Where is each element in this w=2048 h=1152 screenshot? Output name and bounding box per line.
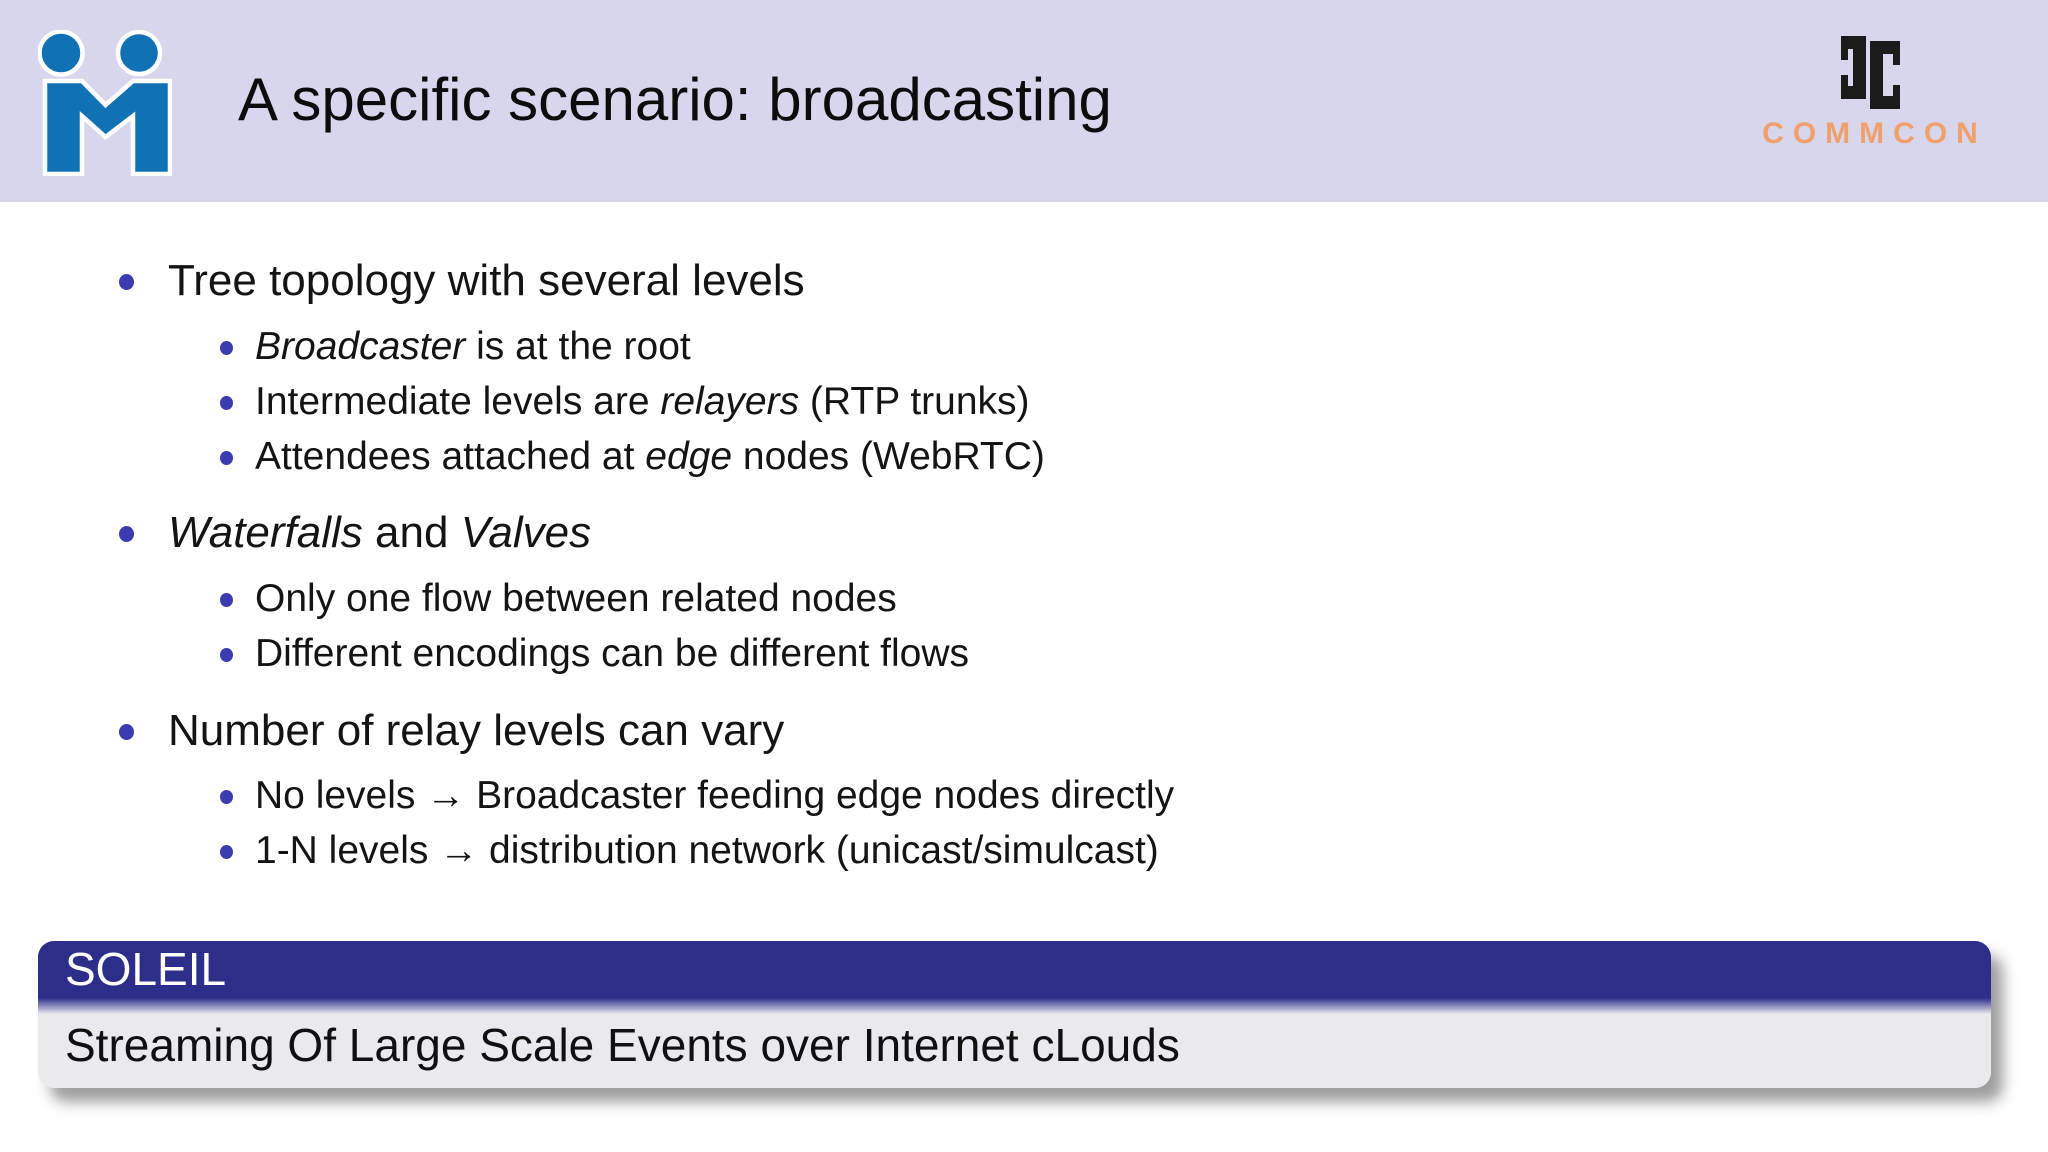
- block-title: SOLEIL: [38, 941, 1991, 998]
- list-item-text: Attendees attached at: [255, 435, 646, 478]
- list-item-text: Tree topology with several levels: [168, 256, 805, 305]
- list-item-text: Valves: [460, 508, 592, 557]
- soleil-block: SOLEIL Streaming Of Large Scale Events o…: [38, 941, 1991, 1088]
- list-item-text: relayers: [660, 380, 800, 423]
- bullet-icon: [119, 526, 134, 542]
- list-item: Different encodings can be different flo…: [220, 632, 969, 675]
- list-item-text: and: [362, 508, 461, 557]
- list-item: Number of relay levels can vary: [119, 706, 785, 755]
- list-item-text: Different encodings can be different flo…: [255, 632, 969, 675]
- list-item-text: (RTP trunks): [799, 380, 1030, 423]
- bullet-icon: [220, 845, 233, 859]
- commcon-logo-icon: [1840, 36, 1900, 109]
- header-band: A specific scenario: broadcasting: [0, 0, 2048, 202]
- bullet-icon: [119, 724, 134, 740]
- list-item: Tree topology with several levels: [119, 256, 805, 305]
- list-item-text: Only one flow between related nodes: [255, 577, 897, 620]
- list-item-text: nodes (WebRTC): [732, 435, 1045, 478]
- commcon-logo: COMMCON: [1740, 36, 2000, 166]
- list-item: Waterfalls and Valves: [119, 508, 592, 557]
- list-item-text: Intermediate levels are: [255, 380, 661, 423]
- list-item-text: Number of relay levels can vary: [168, 706, 785, 755]
- meetecho-logo-icon: [38, 30, 172, 176]
- block-body: Streaming Of Large Scale Events over Int…: [38, 998, 1991, 1088]
- bullet-icon: [220, 593, 233, 607]
- list-item-text: edge: [645, 435, 733, 478]
- list-item-text: No levels → Broadcaster feeding edge nod…: [255, 774, 1175, 817]
- list-item: Intermediate levels are relayers (RTP tr…: [220, 380, 1030, 423]
- block-body-text: Streaming Of Large Scale Events over Int…: [65, 1019, 1180, 1071]
- slide-title: A specific scenario: broadcasting: [238, 66, 1112, 133]
- list-item: Attendees attached at edge nodes (WebRTC…: [220, 435, 1045, 478]
- list-item-text: 1-N levels → distribution network (unica…: [255, 829, 1159, 872]
- list-item: Only one flow between related nodes: [220, 577, 897, 620]
- bullet-icon: [220, 341, 233, 355]
- list-item-text: is at the root: [465, 325, 691, 368]
- bullet-icon: [220, 648, 233, 662]
- list-item: No levels → Broadcaster feeding edge nod…: [220, 774, 1175, 817]
- bullet-icon: [220, 396, 233, 410]
- list-item: 1-N levels → distribution network (unica…: [220, 829, 1159, 872]
- commcon-wordmark: COMMCON: [1762, 117, 1987, 150]
- list-item-text: Waterfalls: [168, 508, 363, 557]
- list-item: Broadcaster is at the root: [220, 325, 691, 368]
- list-item-text: Broadcaster: [255, 325, 466, 368]
- bullet-icon: [220, 790, 233, 804]
- bullet-icon: [119, 274, 134, 290]
- bullet-icon: [220, 451, 233, 465]
